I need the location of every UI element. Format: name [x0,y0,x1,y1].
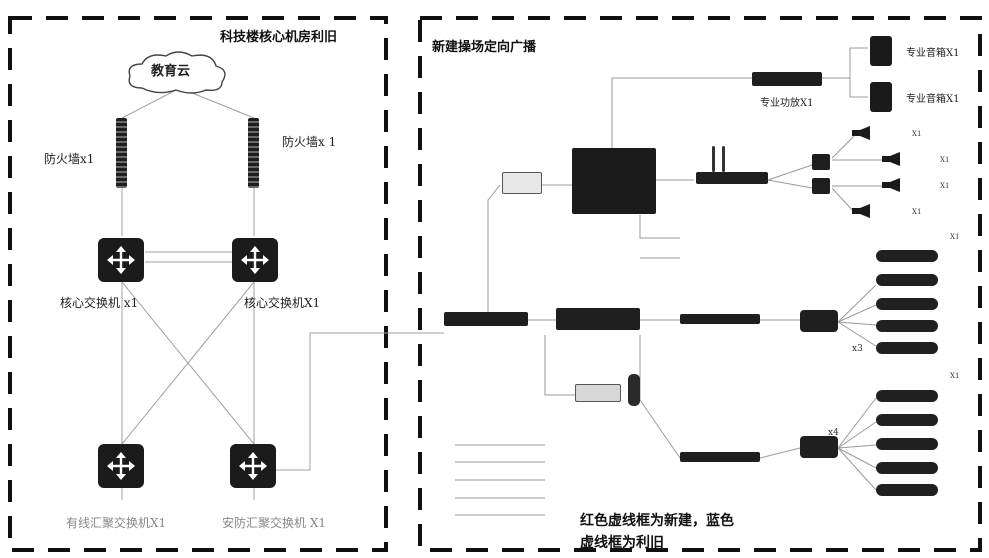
horn-label-4: X1 [912,208,922,216]
adapter-box [502,172,542,194]
access-switch [444,312,528,326]
horn-label-2: X1 [940,156,950,164]
firewall-left [116,118,127,188]
switch-arrows-icon [239,452,267,480]
column-speaker [876,274,938,286]
power-amplifier-label: 专业功放X1 [760,98,814,109]
broadcast-host [572,148,656,214]
pro-speaker-top [870,36,892,66]
core-switch-right [232,238,278,282]
firewall-right-label: 防火墙x 1 [282,135,337,149]
legacy-frame-title: 科技楼核心机房利旧 [220,30,338,45]
column-speaker [876,298,938,310]
security-agg-switch-label: 安防汇聚交换机 X1 [222,516,326,530]
column-driver-bottom [680,452,760,462]
horn-speaker-icon [852,126,870,140]
distribution-box-bottom [800,436,838,458]
antenna-left [712,146,715,172]
legend-note-line2: 虚线框为利旧 [580,535,664,551]
pro-speaker-bottom-label: 专业音箱X1 [906,94,960,105]
multiplier-top: x3 [852,344,863,354]
switch-arrows-icon [107,246,135,274]
legacy-frame [8,16,388,552]
wireless-receiver [696,172,768,184]
legend-note: 红色虚线框为新建，蓝色 虚线框为利旧 [580,510,734,554]
horn-speaker-icon [852,204,870,218]
column-driver-top [680,314,760,324]
column-speaker [876,438,938,450]
cloud-label: 教育云 [151,64,191,79]
column-speaker [876,462,938,474]
splitter-top [812,154,830,170]
power-amplifier [752,72,822,86]
security-agg-switch [230,444,276,488]
horn-speaker-icon [882,178,900,192]
core-switch-left [98,238,144,282]
switch-arrows-icon [241,246,269,274]
switch-arrows-icon [107,452,135,480]
antenna-right [722,146,725,172]
legend-note-line1: 红色虚线框为新建，蓝色 [580,513,734,529]
horn-label-3: X1 [940,182,950,190]
multiplier-bottom: x4 [828,428,839,438]
splitter-bottom [812,178,830,194]
column-speaker [876,484,938,496]
cloud-icon [128,51,226,94]
firewall-right [248,118,259,188]
horn-speaker-icon [882,152,900,166]
horn-label-1: X1 [912,130,922,138]
paging-console [575,384,621,402]
column-speaker [876,390,938,402]
core-switch-right-label: 核心交换机X1 [244,296,321,310]
firewall-left-label: 防火墙x1 [44,152,95,166]
column-speaker [876,250,938,262]
new-frame [418,16,982,552]
wired-agg-switch-label: 有线汇聚交换机X1 [66,516,167,530]
column-speaker [876,320,938,332]
distribution-box-top [800,310,838,332]
column-speaker [876,414,938,426]
new-frame-title: 新建操场定向广播 [432,40,537,55]
microphone [628,374,640,406]
wired-agg-switch [98,444,144,488]
core-switch-left-label: 核心交换机 x1 [60,296,139,310]
network-amplifier [556,308,640,330]
pro-speaker-top-label: 专业音箱X1 [906,48,960,59]
column-speaker [876,342,938,354]
pro-speaker-bottom [870,82,892,112]
column-group-top-label: X1 [950,233,960,241]
column-group-bottom-label: X1 [950,372,960,380]
